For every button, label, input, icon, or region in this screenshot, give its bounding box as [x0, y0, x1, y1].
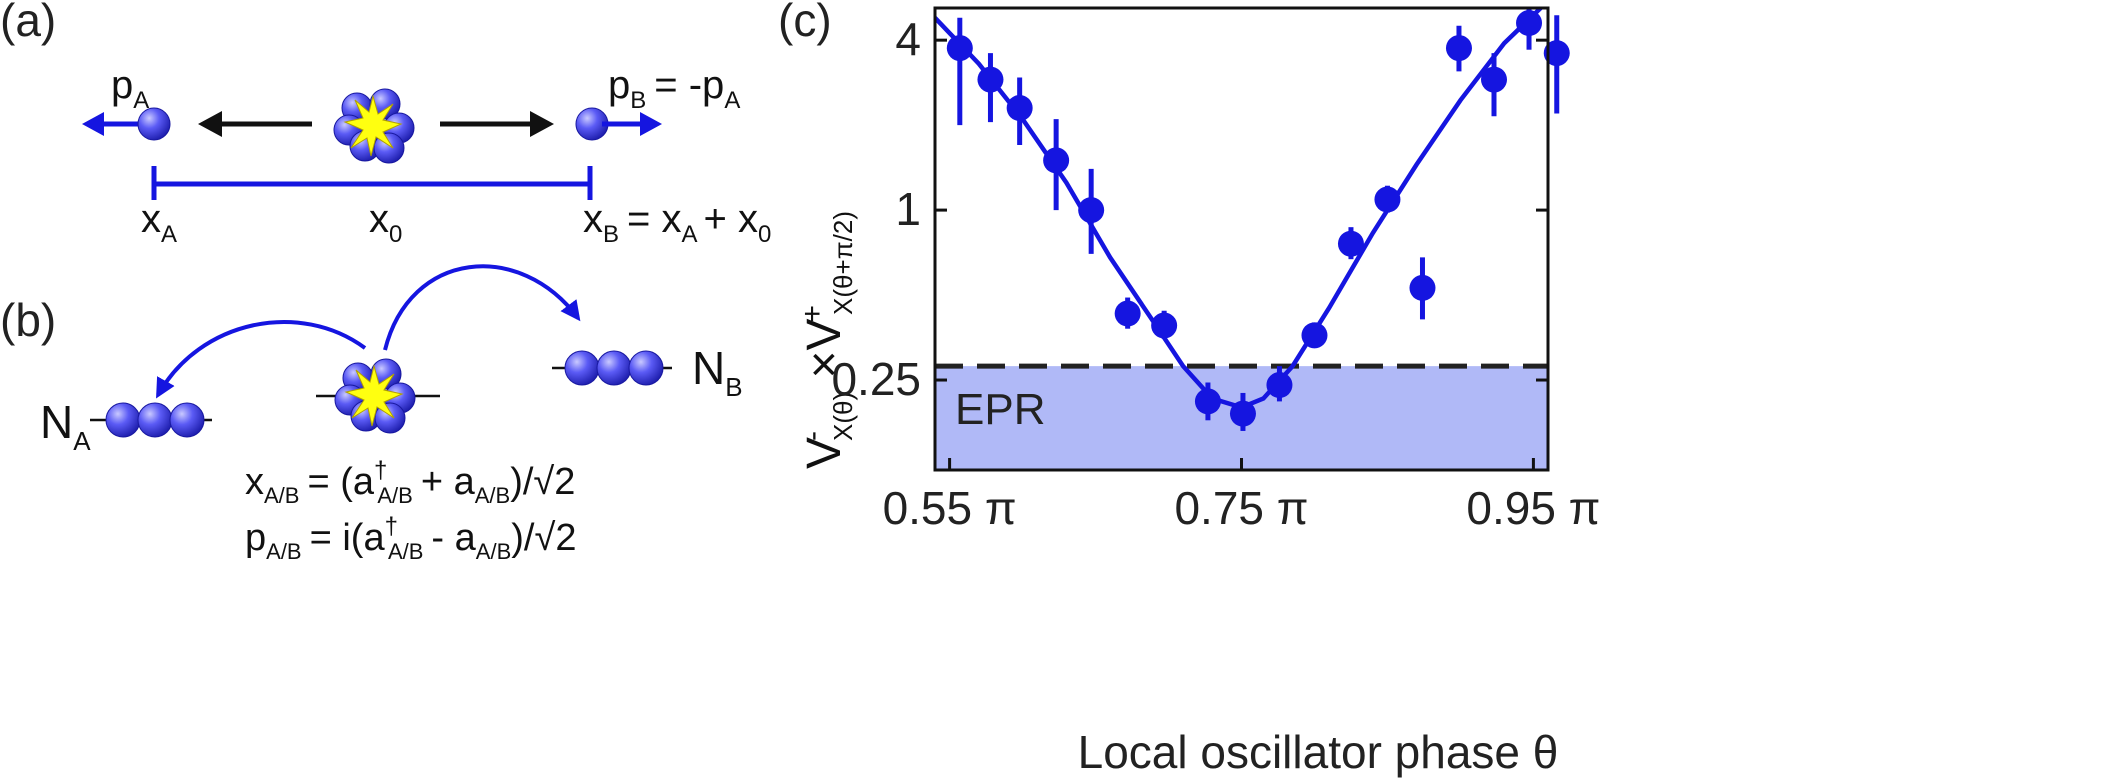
y-tick-label: 4 [895, 13, 921, 65]
black-arrowhead-left [198, 111, 222, 137]
data-point [1151, 312, 1178, 339]
y-ticks: 0.25 1 4 [831, 13, 1548, 405]
molecule-a [333, 88, 415, 164]
NA-label: NA [40, 396, 91, 456]
curved-arrow-left [156, 320, 367, 399]
panel-c: (c) V-X(θ) ×V+X(θ+π/2) EPR 0.25 1 4 0.55 π… [778, 0, 1600, 778]
data-point [1445, 35, 1472, 62]
NB-atom-1 [564, 350, 600, 386]
y-axis-label: V-X(θ) ×V+X(θ+π/2) [796, 211, 858, 469]
NA-atom-1 [105, 402, 141, 438]
pA-label: pA [111, 63, 149, 114]
NA-atom-2 [137, 402, 173, 438]
data-point [1301, 322, 1328, 349]
x-tick-label: 0.95 π [1466, 482, 1600, 534]
NB-atom-3 [628, 350, 664, 386]
data-point [1374, 186, 1401, 213]
epr-label: EPR [955, 385, 1045, 434]
atom-A [137, 107, 171, 141]
data-point [1078, 197, 1105, 224]
NA-atom-3 [169, 402, 205, 438]
x-axis-label: Local oscillator phase θ [1078, 726, 1559, 778]
y-tick-label: 0.25 [831, 353, 921, 405]
NB-label: NB [692, 342, 743, 402]
pA-arrowhead [82, 112, 104, 136]
data-point [1194, 388, 1221, 415]
pB-arrowhead [640, 112, 662, 136]
data-point [1229, 400, 1256, 427]
black-arrowhead-right [530, 111, 554, 137]
data-point [977, 66, 1004, 93]
data-point [946, 35, 973, 62]
panel-a-label: (a) [0, 0, 56, 46]
data-point [1516, 10, 1543, 37]
data-points [946, 8, 1570, 431]
x-tick-label: 0.75 π [1174, 482, 1308, 534]
panel-c-label: (c) [778, 0, 832, 46]
pB-label: pB= -pA [608, 63, 740, 114]
burst-icon [344, 364, 404, 427]
xB-label: xB= xA+ x0 [583, 197, 771, 248]
NB-atom-2 [596, 350, 632, 386]
molecule-b [334, 358, 416, 434]
x-tick-label: 0.55 π [883, 482, 1017, 534]
fit-curve [933, 6, 1543, 410]
equation-x: xA/B= (a†A/B+ aA/B)/√2 [245, 457, 575, 508]
x-ticks: 0.55 π 0.75 π 0.95 π [883, 458, 1600, 534]
data-point [1543, 40, 1570, 67]
data-point [1266, 372, 1293, 399]
data-point [1337, 230, 1364, 257]
equation-p: pA/B= i(a†A/B- aA/B)/√2 [245, 513, 576, 564]
panel-b: (b) NA NB xA/B= (a†A/B+ aA/B)/√2 pA/B= i [0, 264, 743, 564]
data-point [1409, 274, 1436, 301]
plot-frame [933, 6, 1550, 472]
data-point [1114, 300, 1141, 327]
data-point [1006, 94, 1033, 121]
x0-label: x0 [369, 197, 402, 248]
data-point [1480, 66, 1507, 93]
burst-icon [343, 94, 403, 157]
data-point [1043, 147, 1070, 174]
panel-b-label: (b) [0, 294, 56, 346]
curved-arrow-right [383, 264, 581, 351]
xA-label: xA [141, 197, 177, 248]
panel-a: (a) pA pB= -pA xA [0, 0, 771, 248]
y-tick-label: 1 [895, 183, 921, 235]
